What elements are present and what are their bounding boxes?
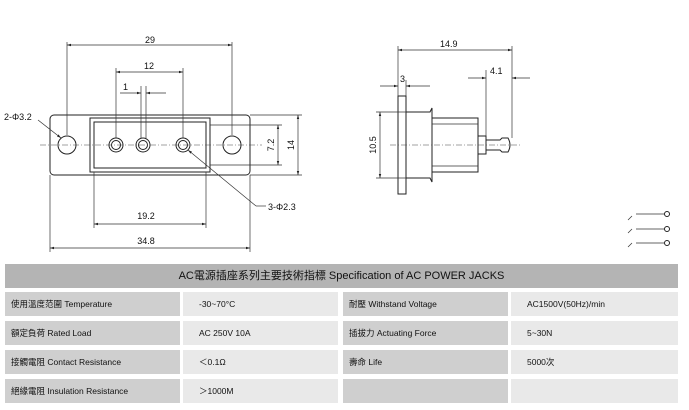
dim-pin-hole: 3-Φ2.3 [268,202,296,212]
spec-value: -30~70°C [183,292,338,316]
dim-pitch: 1 [123,82,128,92]
spec-table: AC電源插座系列主要技術指標 Specification of AC POWER… [5,264,678,408]
spec-value: AC 250V 10A [183,321,338,345]
spec-label: 壽命 Life [343,350,508,374]
spec-label: 接觸電阻 Contact Resistance [5,350,180,374]
dim-total-length: 14.9 [440,39,458,49]
spec-row-contact-resistance: 接觸電阻 Contact Resistance ＜0.1Ω [5,350,338,374]
dim-height-outer: 14 [286,140,296,150]
spec-row-withstand-voltage: 耐壓 Withstand Voltage AC1500V(50Hz)/min [343,292,678,316]
dim-inner-width: 19.2 [137,211,155,221]
spec-label: 額定負荷 Rated Load [5,321,180,345]
spec-row-temperature: 使用溫度范圍 Temperature -30~70°C [5,292,338,316]
front-view: 29 12 1 2-Φ3.2 7.2 14 3-Φ2.3 19.2 [4,35,302,252]
dim-flange-width: 34.8 [137,236,155,246]
spec-value [511,379,678,403]
spec-label: 使用溫度范圍 Temperature [5,292,180,316]
spec-value: 5000次 [511,350,678,374]
technical-drawing: 29 12 1 2-Φ3.2 7.2 14 3-Φ2.3 19.2 [4,35,670,252]
dim-mount-hole: 2-Φ3.2 [4,112,32,122]
dim-height-inner: 7.2 [266,139,276,152]
dim-body-height: 10.5 [368,136,378,154]
dim-flange-thickness: 3 [400,74,405,84]
dim-pin-length: 4.1 [490,66,503,76]
spec-label: 絕緣電阻 Insulation Resistance [5,379,180,403]
spec-title: AC電源插座系列主要技術指標 Specification of AC POWER… [5,264,678,288]
spec-label [343,379,508,403]
dim-pin-span: 12 [144,61,154,71]
spec-left-column: 使用溫度范圍 Temperature -30~70°C 額定負荷 Rated L… [5,292,338,408]
spec-row-insulation-resistance: 絕緣電阻 Insulation Resistance ＞1000M [5,379,338,403]
spec-value: ＜0.1Ω [183,350,338,374]
spec-value: AC1500V(50Hz)/min [511,292,678,316]
spec-right-column: 耐壓 Withstand Voltage AC1500V(50Hz)/min 插… [343,292,678,408]
spec-row-rated-load: 額定負荷 Rated Load AC 250V 10A [5,321,338,345]
spec-row-empty [343,379,678,403]
spec-value: ＞1000M [183,379,338,403]
dim-overall-width: 29 [145,35,155,45]
spec-row-actuating-force: 插拔力 Actuating Force 5~30N [343,321,678,345]
terminal-symbol [627,211,670,248]
spec-value: 5~30N [511,321,678,345]
spec-label: 耐壓 Withstand Voltage [343,292,508,316]
spec-row-life: 壽命 Life 5000次 [343,350,678,374]
side-view: 14.9 3 4.1 10.5 [368,39,530,195]
side-pin [485,137,511,153]
spec-label: 插拔力 Actuating Force [343,321,508,345]
